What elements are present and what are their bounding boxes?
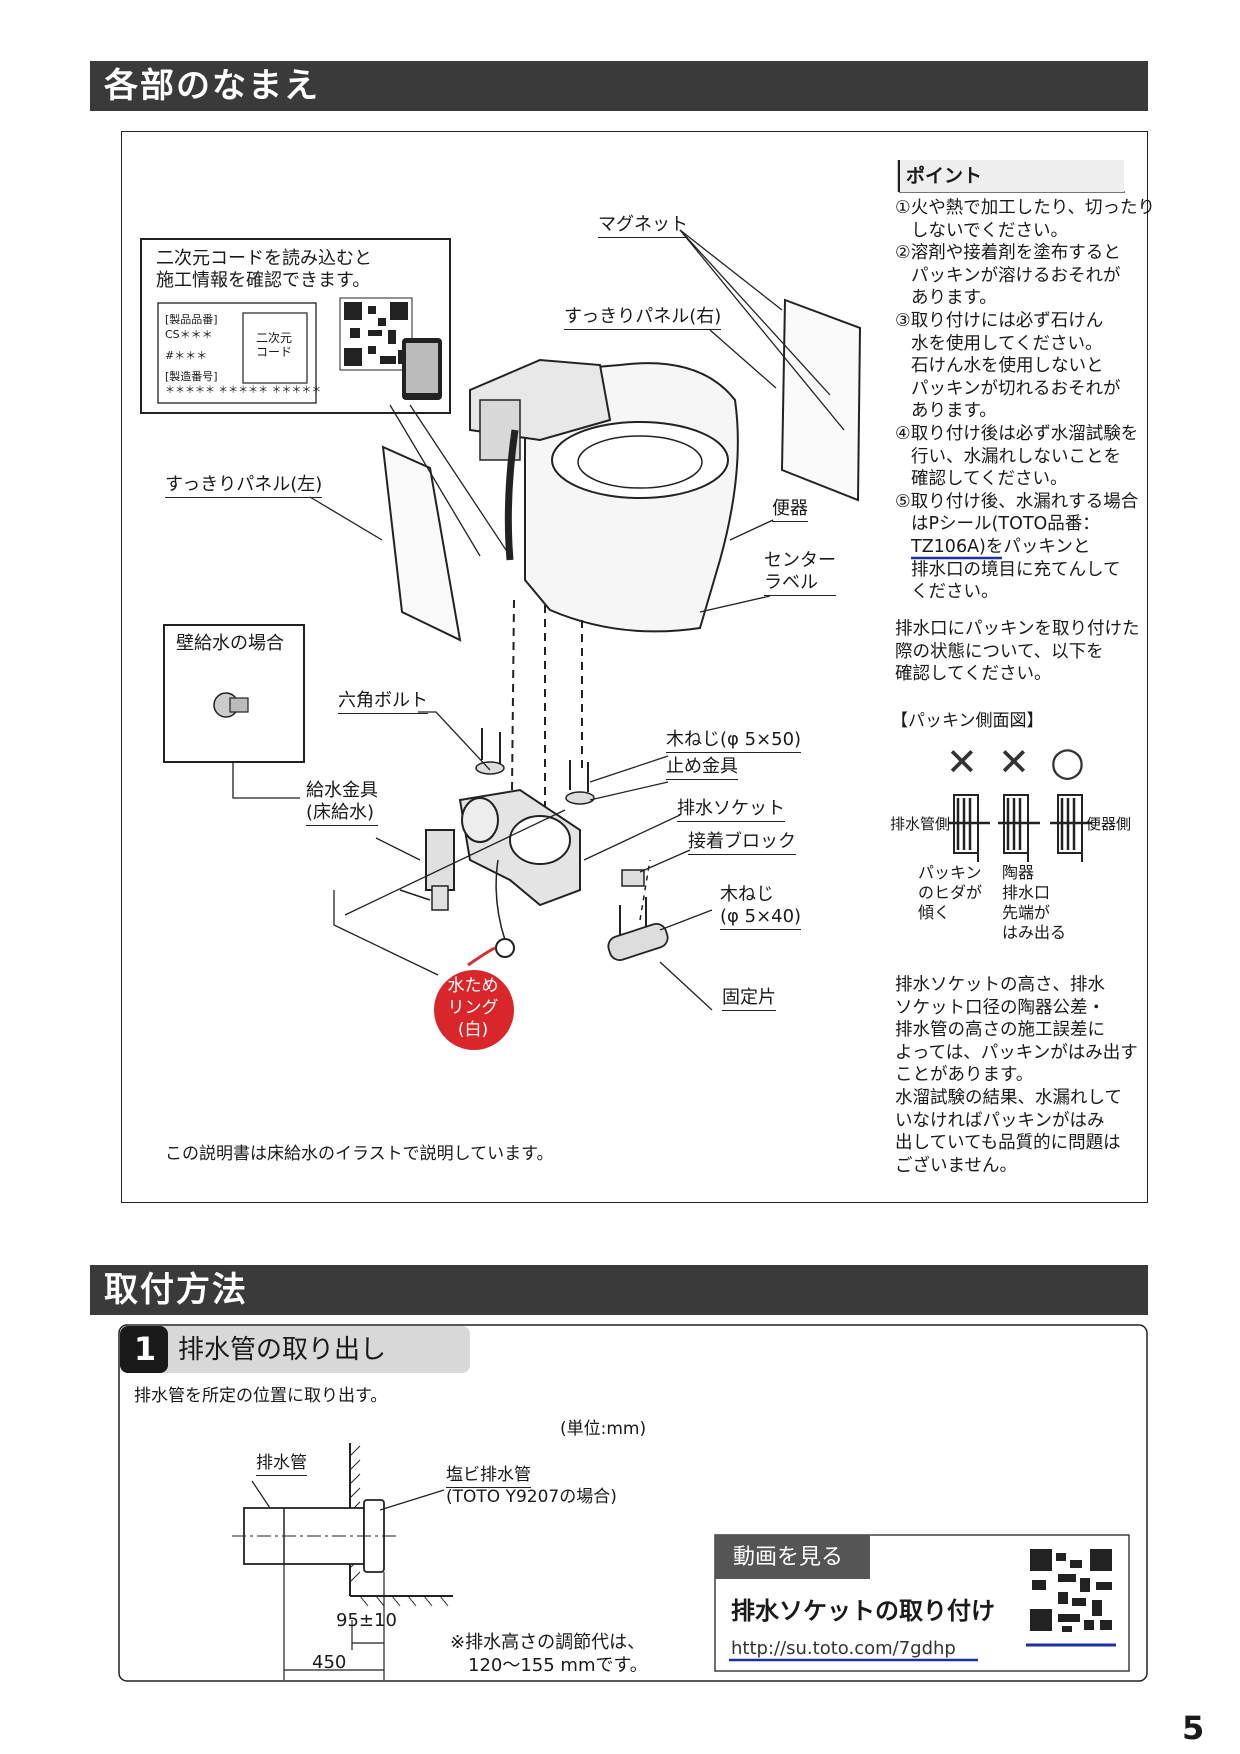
label-bowl: 便器	[772, 498, 808, 522]
label-pvc-note: (TOTO Y9207の場合)	[446, 1487, 617, 1507]
label-water-ring: 水ため リング (白)	[447, 976, 499, 1040]
point-line: ください。	[911, 582, 999, 603]
parts-diagram-frame	[121, 131, 1148, 1203]
qr-code-placeholder: 二次元 コード	[256, 331, 293, 359]
point-para3-line: 排水ソケットの高さ、排水	[895, 975, 1105, 995]
point-line: ②溶剤や接着剤を塗布すると	[895, 243, 1121, 264]
mark-ok: ○	[1050, 739, 1085, 785]
point-line: ④取り付け後は必ず水溜試験を	[895, 423, 1139, 444]
caption-packing-tilt: パッキン のヒダが 傾く	[918, 863, 983, 922]
qr-box-label-product: [製品品番]	[165, 313, 218, 326]
label-panel-left: すっきりパネル(左)	[165, 474, 323, 498]
point-line: 確認してください。	[911, 469, 1068, 490]
point-line: しないでください。	[911, 220, 1068, 241]
point-line: 行い、水漏れしないことを	[911, 446, 1121, 467]
point-line: 排水口の境目に充てんして	[911, 559, 1121, 580]
point-para3-line: よっては、パッキンがはみ出す	[895, 1042, 1138, 1063]
qr-box-label-cs: CS＊＊＊	[165, 328, 213, 341]
point-line: あります。	[911, 288, 997, 309]
point-line: パッキンが溶けるおそれが	[911, 265, 1121, 286]
label-magnet: マグネット	[598, 214, 688, 238]
side-view-title: 【パッキン側面図】	[891, 711, 1044, 731]
label-wall-supply: 壁給水の場合	[176, 633, 284, 654]
label-drain-side: 排水管側	[890, 815, 951, 833]
point-para3-line: 排水管の高さの施工誤差に	[895, 1020, 1105, 1041]
label-stop-bracket: 止め金具	[666, 756, 738, 780]
point-list: ①火や熱で加工したり、切ったり しないでください。 ②溶剤や接着剤を塗布すると …	[895, 197, 1155, 604]
label-pvc-pipe: 塩ビ排水管	[446, 1464, 531, 1488]
point-para3-line: ことがあります。	[895, 1065, 1034, 1086]
point-para2: 排水口にパッキンを取り付けた 際の状態について、以下を 確認してください。	[895, 618, 1139, 686]
mark-ng-1: ✕	[946, 740, 978, 784]
video-header: 動画を見る	[733, 1545, 844, 1570]
qr-box-label-serial: ＊＊＊＊＊ ＊＊＊＊＊ ＊＊＊＊＊	[165, 385, 322, 396]
label-center-label: センター ラベル	[764, 550, 836, 596]
caption-outlet-protrude: 陶器 排水口 先端が はみ出る	[1002, 863, 1067, 942]
point-line: 水を使用してください。	[911, 333, 1103, 354]
qr-box-label-hash: #＊＊＊	[165, 349, 208, 362]
point-para2-line: 排水口にパッキンを取り付けた	[895, 619, 1140, 639]
point-line: ⑤取り付け後、水漏れする場合	[895, 491, 1139, 512]
point-line: TZ106A)をパッキンと	[911, 536, 1091, 557]
unit-label: (単位:mm)	[560, 1419, 647, 1439]
point-para2-line: 際の状態について、以下を	[895, 641, 1104, 662]
dim-450: 450	[312, 1652, 347, 1673]
point-para3-line: いなければパッキンがはみ	[895, 1110, 1105, 1131]
point-line: ③取り付けには必ず石けん	[895, 310, 1104, 331]
point-line: ①火や熱で加工したり、切ったり	[895, 198, 1155, 218]
point-para3-line: 出していても品質的に問題は	[895, 1133, 1121, 1154]
label-adhesive-block: 接着ブロック	[688, 831, 796, 855]
point-line: はPシール(TOTO品番：	[911, 514, 1100, 535]
label-wood-screw-50: 木ねじ(φ 5×50)	[666, 729, 802, 753]
qr-box-label-mfg: [製造番号]	[165, 370, 218, 383]
label-supply-fitting: 給水金具 (床給水)	[306, 780, 378, 826]
video-link[interactable]: http://su.toto.com/7gdhp	[731, 1638, 956, 1659]
point-line: あります。	[911, 401, 997, 422]
section-title-parts: 各部のなまえ	[90, 61, 1148, 111]
label-wood-screw-40: 木ねじ (φ 5×40)	[720, 884, 802, 930]
mark-ng-2: ✕	[998, 740, 1030, 784]
dim-95: 95±10	[336, 1610, 397, 1631]
label-hex-bolt: 六角ボルト	[338, 690, 428, 714]
label-panel-right: すっきりパネル(右)	[564, 306, 722, 330]
point-para3-line: ございません。	[895, 1155, 1017, 1176]
note-floor-supply: この説明書は床給水のイラストで説明しています。	[165, 1144, 554, 1164]
section-title-install: 取付方法	[90, 1265, 1148, 1315]
label-fixing-piece: 固定片	[722, 987, 776, 1011]
label-drain-pipe: 排水管	[256, 1452, 307, 1476]
point-para3: 排水ソケットの高さ、排水 ソケット口径の陶器公差・ 排水管の高さの施工誤差に よ…	[895, 974, 1138, 1177]
step-title: 排水管の取り出し	[178, 1335, 387, 1365]
point-line: 石けん水を使用しないと	[911, 356, 1104, 377]
label-bowl-side: 便器側	[1086, 815, 1132, 833]
point-title: ポイント	[906, 165, 983, 187]
page-number: 5	[1182, 1709, 1205, 1747]
point-para2-line: 確認してください。	[895, 664, 1052, 685]
step-number: 1	[133, 1330, 157, 1368]
point-para3-line: 水溜試験の結果、水漏れして	[895, 1087, 1122, 1108]
step-description: 排水管を所定の位置に取り出す。	[134, 1386, 388, 1406]
height-note-2: 120～155 mmです。	[468, 1655, 648, 1676]
label-drain-socket: 排水ソケット	[677, 798, 785, 822]
point-para3-line: ソケット口径の陶器公差・	[895, 997, 1105, 1018]
qr-box-line2: 施工情報を確認できます。	[156, 270, 371, 291]
height-note-1: ※排水高さの調節代は、	[450, 1632, 646, 1653]
qr-box-line1: 二次元コードを読み込むと	[156, 248, 372, 269]
point-line: パッキンが切れるおそれが	[911, 378, 1121, 399]
video-title: 排水ソケットの取り付け	[731, 1597, 995, 1625]
